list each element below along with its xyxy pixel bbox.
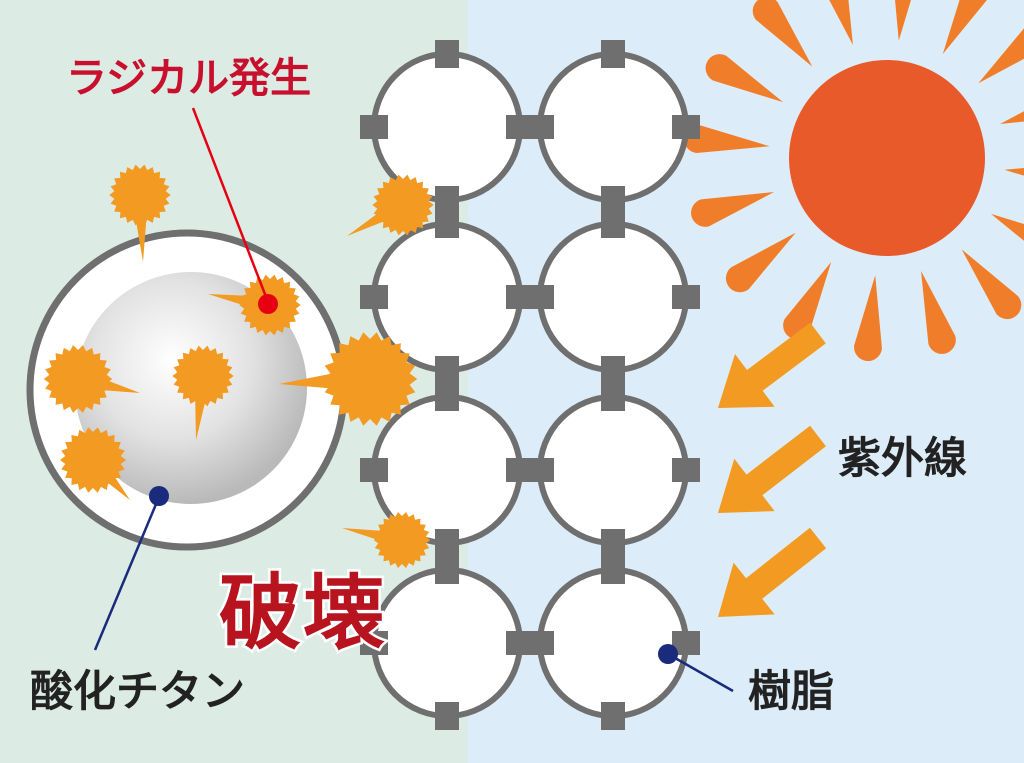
radical-body xyxy=(172,345,234,407)
arrow-down-left-icon xyxy=(718,322,826,408)
bead-connector xyxy=(435,186,459,214)
uv-label: 紫外線 xyxy=(838,434,967,484)
bead-connector xyxy=(672,458,700,482)
sun-ray xyxy=(895,0,911,41)
sun-ray xyxy=(691,192,775,227)
bead-connector xyxy=(435,556,459,584)
destruction-label: 破壊 xyxy=(219,566,387,661)
bead-connector xyxy=(435,356,459,384)
sun-ray xyxy=(854,275,882,362)
radical-body xyxy=(373,512,431,568)
bead-connector xyxy=(526,631,554,655)
sun-ray xyxy=(705,54,784,103)
sun-ray xyxy=(1004,167,1024,176)
bead-connector xyxy=(435,702,459,730)
bead-connector xyxy=(360,115,388,139)
arrow-down-left-icon xyxy=(718,425,826,513)
radical-particle xyxy=(43,345,140,413)
bead-connector xyxy=(672,285,700,309)
radical-body xyxy=(60,427,126,493)
bead-connector xyxy=(435,529,459,557)
resin-marker-dot xyxy=(658,644,678,664)
bead-connector xyxy=(526,285,554,309)
arrow-down-left-icon xyxy=(718,527,827,617)
sun-disc xyxy=(789,60,985,256)
sun-icon xyxy=(683,0,1024,362)
radical-body xyxy=(372,174,434,236)
resin-bead xyxy=(537,51,689,203)
radical-particle xyxy=(347,174,434,236)
bead-connector xyxy=(672,115,700,139)
bead-connector xyxy=(601,356,625,384)
bead-connector xyxy=(601,529,625,557)
bead-connector xyxy=(526,458,554,482)
titanium-oxide-label: 酸化チタン xyxy=(30,667,245,717)
sun-ray xyxy=(999,111,1024,124)
bead-connector xyxy=(601,186,625,214)
uv-arrows xyxy=(718,322,827,617)
resin-label: 樹脂 xyxy=(748,667,834,717)
sun-ray xyxy=(783,261,832,340)
bead-connector xyxy=(360,458,388,482)
resin-bead-grid xyxy=(360,40,700,730)
radical-particle xyxy=(342,512,431,568)
sun-ray xyxy=(961,249,1022,320)
radical-group xyxy=(43,164,434,568)
titanium-marker-dot xyxy=(149,486,169,506)
bead-connector xyxy=(435,40,459,68)
radical-body xyxy=(43,345,113,413)
bead-connector xyxy=(601,556,625,584)
sun-ray xyxy=(990,213,1024,241)
sun-ray xyxy=(921,270,956,354)
radical-leader-line xyxy=(191,107,270,303)
bead-connector xyxy=(601,40,625,68)
radical-particle xyxy=(172,345,234,440)
sun-ray xyxy=(683,125,770,153)
sun-ray xyxy=(829,0,853,46)
sun-ray xyxy=(752,0,813,67)
bead-connector xyxy=(601,383,625,411)
radical-body xyxy=(109,164,171,226)
resin-bead xyxy=(537,567,689,719)
radical-marker-dot xyxy=(258,294,278,314)
resin-bead xyxy=(537,221,689,373)
resin-leader-line xyxy=(667,652,734,693)
bead-connector xyxy=(601,210,625,238)
radical-particle xyxy=(279,332,418,426)
bead-connector xyxy=(601,702,625,730)
bead-connector xyxy=(360,631,388,655)
radical-particle xyxy=(109,164,171,262)
sun-ray xyxy=(942,0,987,55)
radical-body xyxy=(322,332,418,426)
bead-connector xyxy=(435,383,459,411)
sun-ray xyxy=(725,232,796,293)
bead-connector xyxy=(435,210,459,238)
titanium-leader-line xyxy=(93,496,161,651)
resin-bead xyxy=(371,51,523,203)
radical-label: ラジカル発生 xyxy=(66,54,311,102)
radical-particle xyxy=(60,427,130,500)
bead-connector xyxy=(360,285,388,309)
resin-bead xyxy=(371,567,523,719)
bead-connector xyxy=(526,115,554,139)
resin-bead xyxy=(537,394,689,546)
sun-ray xyxy=(978,28,1024,84)
